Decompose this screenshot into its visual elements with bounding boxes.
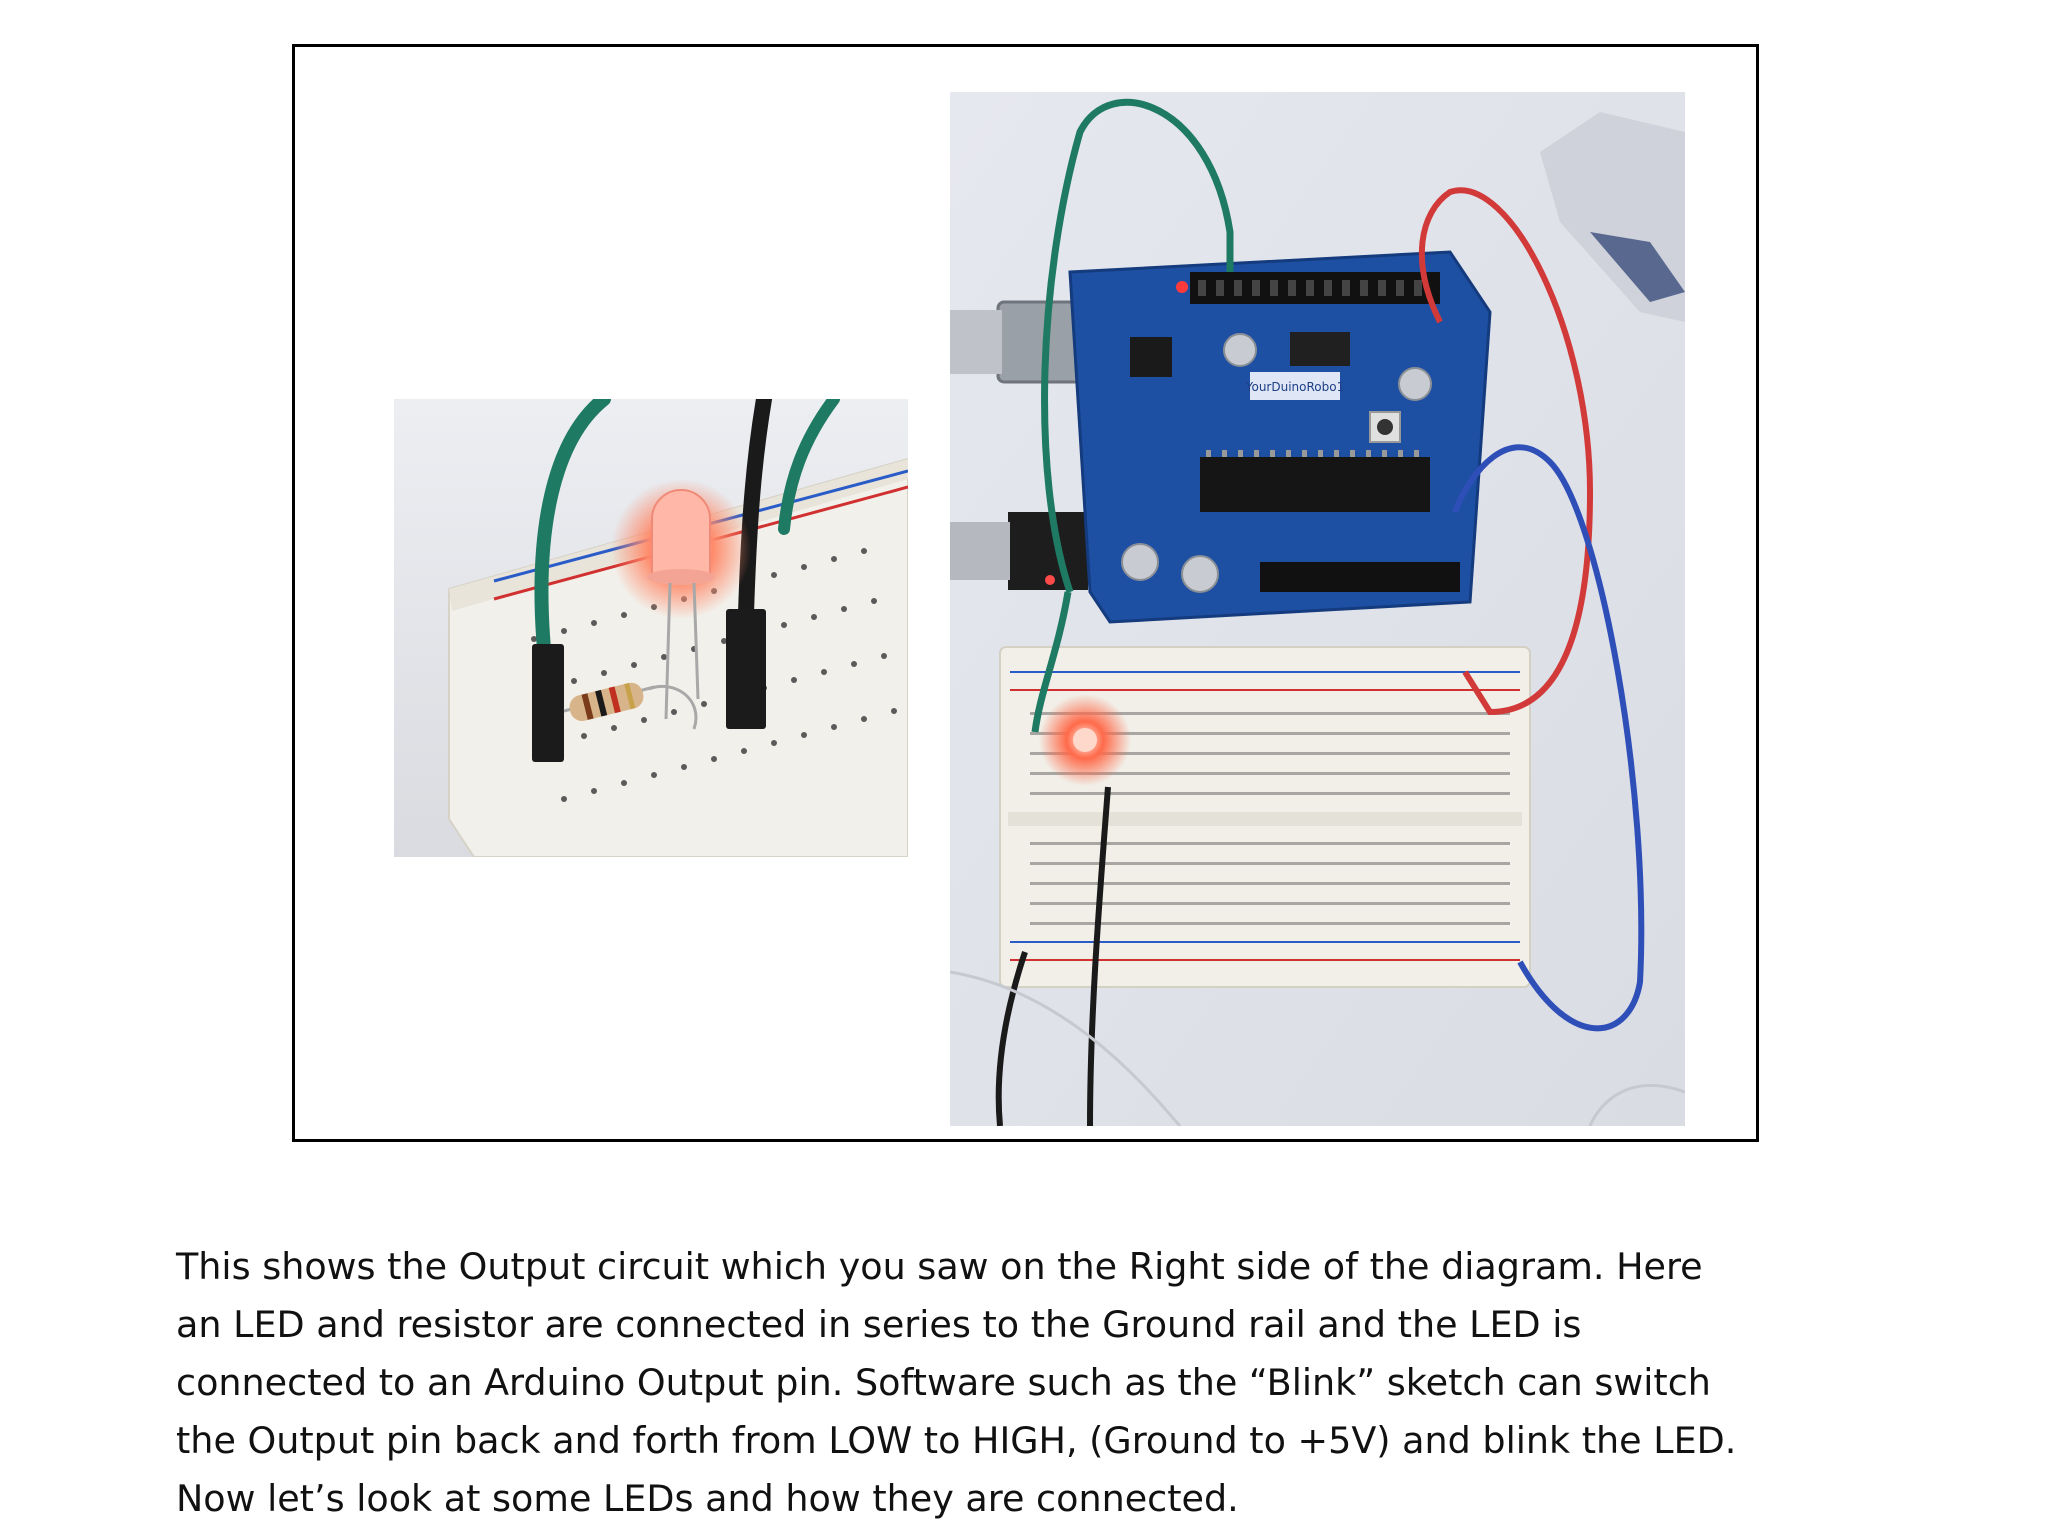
caption-line-3: connected to an Arduino Output pin. Soft… bbox=[176, 1361, 1711, 1404]
caption-line-5: Now let’s look at some LEDs and how they… bbox=[176, 1477, 1239, 1520]
closeup-photo bbox=[394, 399, 908, 857]
caption: This shows the Output circuit which you … bbox=[176, 1238, 1896, 1528]
arduino-board bbox=[1068, 250, 1492, 624]
breadboard-led bbox=[1073, 728, 1097, 752]
arduino-photo: YourDuinoRobo1 bbox=[950, 92, 1685, 1126]
closeup-illustration bbox=[394, 399, 908, 857]
black-wire-ground bbox=[995, 951, 1028, 1126]
brand-label-area bbox=[1250, 372, 1340, 400]
caption-line-4: the Output pin back and forth from LOW t… bbox=[176, 1419, 1737, 1462]
arduino-illustration: YourDuinoRobo1 bbox=[950, 92, 1685, 1126]
red-wire bbox=[1418, 187, 1594, 716]
caption-line-2: an LED and resistor are connected in ser… bbox=[176, 1303, 1582, 1346]
black-wire-led bbox=[1087, 786, 1111, 1126]
blue-wire bbox=[1452, 444, 1645, 1032]
board-brand-label: YourDuinoRobo1 bbox=[1245, 380, 1344, 394]
green-wire bbox=[1041, 98, 1234, 594]
black-wire-connector bbox=[726, 609, 766, 729]
caption-line-1: This shows the Output circuit which you … bbox=[176, 1245, 1703, 1288]
led bbox=[651, 489, 711, 575]
microcontroller-chip bbox=[1200, 457, 1430, 512]
green-wire-connector bbox=[532, 644, 564, 762]
